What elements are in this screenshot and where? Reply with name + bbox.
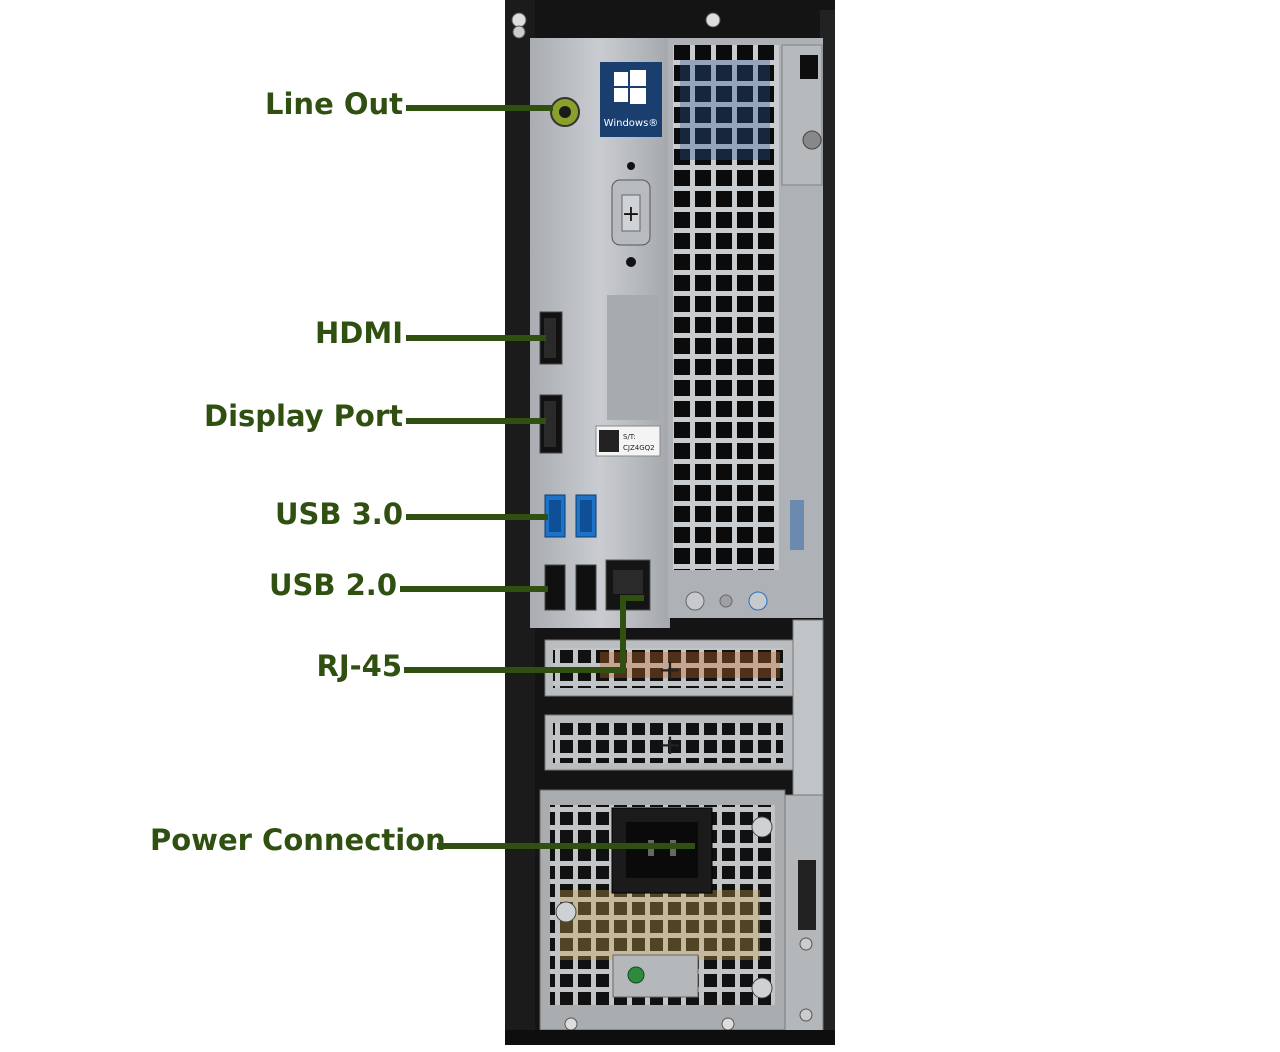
service-tag-sticker <box>607 295 659 420</box>
leader-line-out <box>406 105 553 111</box>
callout-label-line-out: Line Out <box>265 87 403 121</box>
psu-test-button-housing <box>612 954 699 998</box>
psu-led <box>627 966 645 984</box>
leader-rj-45-horizontal <box>404 667 626 673</box>
screw <box>564 1017 578 1031</box>
screw <box>705 12 721 28</box>
leader-hdmi <box>406 335 546 341</box>
leader-usb-2 <box>400 586 548 592</box>
screw <box>721 1017 735 1031</box>
screw <box>555 901 577 923</box>
callout-label-usb-3: USB 3.0 <box>274 497 403 531</box>
leader-rj-45-stub <box>620 595 644 601</box>
leader-usb-3 <box>406 514 548 520</box>
screw <box>511 12 527 28</box>
usb2-port-1 <box>544 564 566 611</box>
service-tag-value: CJZ4GQ2 <box>623 444 655 452</box>
callout-label-rj-45: RJ-45 <box>316 649 402 683</box>
svg-text:+: + <box>658 728 681 761</box>
callout-label-power-connection: Power Connection <box>150 823 446 857</box>
leader-power-connection <box>437 843 695 849</box>
svg-text:+: + <box>622 202 640 227</box>
callout-label-hdmi: HDMI <box>315 316 403 350</box>
main-vent-grid <box>673 45 779 570</box>
leader-rj-45-vertical <box>620 595 626 673</box>
screw <box>751 816 773 838</box>
screw <box>751 977 773 999</box>
callout-label-display-port: Display Port <box>204 399 403 433</box>
callout-label-usb-2: USB 2.0 <box>268 568 397 602</box>
service-tag-prefix: S/T: <box>623 433 636 441</box>
svg-text:+: + <box>658 653 681 686</box>
usb2-port-2 <box>575 564 597 611</box>
leader-display-port <box>406 418 546 424</box>
windows-badge-text: Windows® <box>604 118 659 129</box>
screw <box>512 25 526 39</box>
